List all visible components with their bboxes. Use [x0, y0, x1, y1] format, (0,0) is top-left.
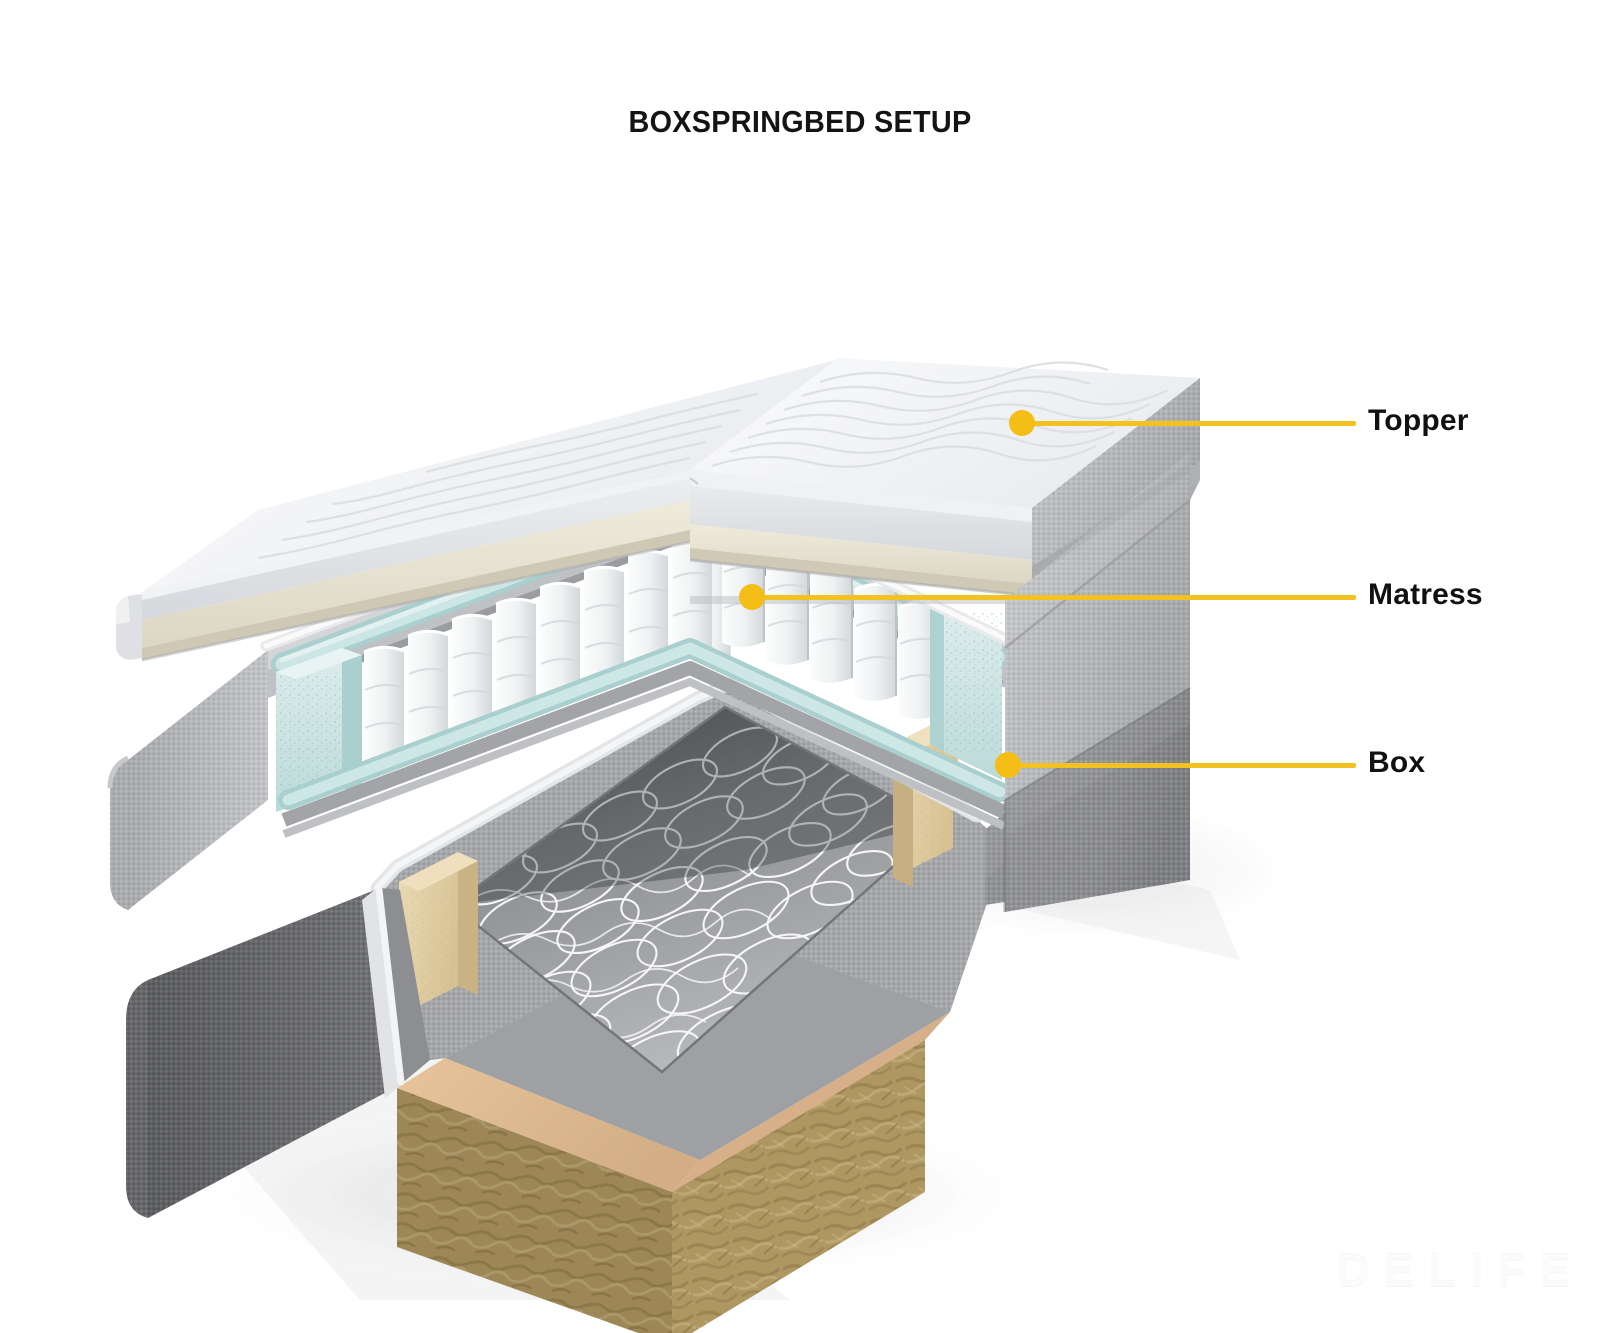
callout-line-matress — [752, 595, 1356, 600]
callout-label-matress: Matress — [1368, 578, 1483, 611]
topper-layer — [116, 358, 1200, 662]
callout-label-topper: Topper — [1368, 404, 1469, 437]
callout-line-topper — [1022, 421, 1356, 426]
callout-line-box — [1008, 763, 1356, 768]
matress-foam-block-left — [276, 648, 362, 812]
matress-foam-block-right — [930, 606, 1002, 780]
callout-dot-topper[interactable] — [1009, 410, 1035, 436]
matress-top-band — [1004, 378, 1200, 800]
callout-dot-matress[interactable] — [739, 584, 765, 610]
box-right-face — [1003, 687, 1191, 912]
brand-watermark: DELIFE — [1336, 1244, 1584, 1296]
page-title: BOXSPRINGBED SETUP — [628, 104, 972, 139]
callout-dot-box[interactable] — [995, 752, 1021, 778]
pocket-spring-row — [363, 529, 941, 768]
callout-label-box: Box — [1368, 746, 1426, 779]
